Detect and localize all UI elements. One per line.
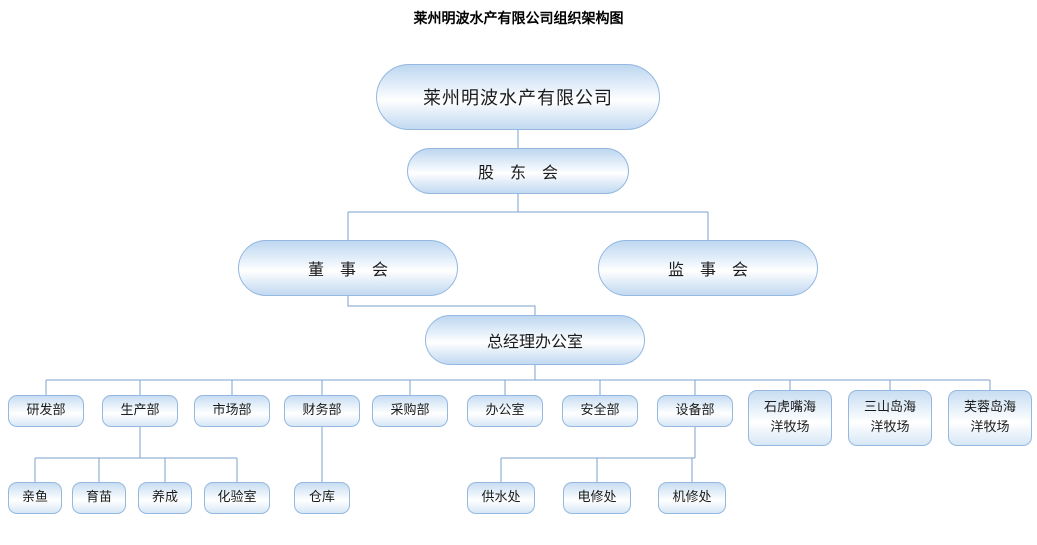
node-company-root: 莱州明波水产有限公司 (376, 64, 660, 130)
unit-warehouse: 仓库 (294, 482, 350, 514)
node-supervisory-board: 监 事 会 (598, 240, 818, 296)
dept-production: 生产部 (102, 395, 178, 427)
connector-shareholders-boards (347, 194, 709, 240)
dept-equipment: 设备部 (657, 395, 733, 427)
unit-growout: 养成 (138, 482, 192, 514)
dept-rd: 研发部 (8, 395, 84, 427)
dept-shihuzui-marine-ranch: 石虎嘴海 洋牧场 (748, 390, 832, 446)
dept-finance: 财务部 (284, 395, 360, 427)
dept-marketing: 市场部 (194, 395, 270, 427)
node-gm-office: 总经理办公室 (425, 315, 645, 365)
dept-sanshandao-marine-ranch: 三山岛海 洋牧场 (848, 390, 932, 446)
unit-seedling: 育苗 (72, 482, 126, 514)
node-shareholders-meeting: 股 东 会 (407, 148, 629, 194)
unit-machine-repair: 机修处 (658, 482, 726, 514)
connector-gm-departments (45, 365, 991, 395)
dept-purchasing: 采购部 (372, 395, 448, 427)
connector-equipment-children (500, 427, 696, 482)
dept-furongdao-marine-ranch: 芙蓉岛海 洋牧场 (948, 390, 1032, 446)
unit-broodstock: 亲鱼 (8, 482, 62, 514)
dept-office: 办公室 (467, 395, 543, 427)
connector-board-gm-office (347, 296, 536, 315)
unit-laboratory: 化验室 (204, 482, 270, 514)
dept-safety: 安全部 (562, 395, 638, 427)
unit-electrical-repair: 电修处 (563, 482, 631, 514)
connector-production-children (34, 427, 238, 482)
unit-water-supply: 供水处 (467, 482, 535, 514)
node-board-of-directors: 董 事 会 (238, 240, 458, 296)
page-title: 莱州明波水产有限公司组织架构图 (413, 10, 624, 26)
